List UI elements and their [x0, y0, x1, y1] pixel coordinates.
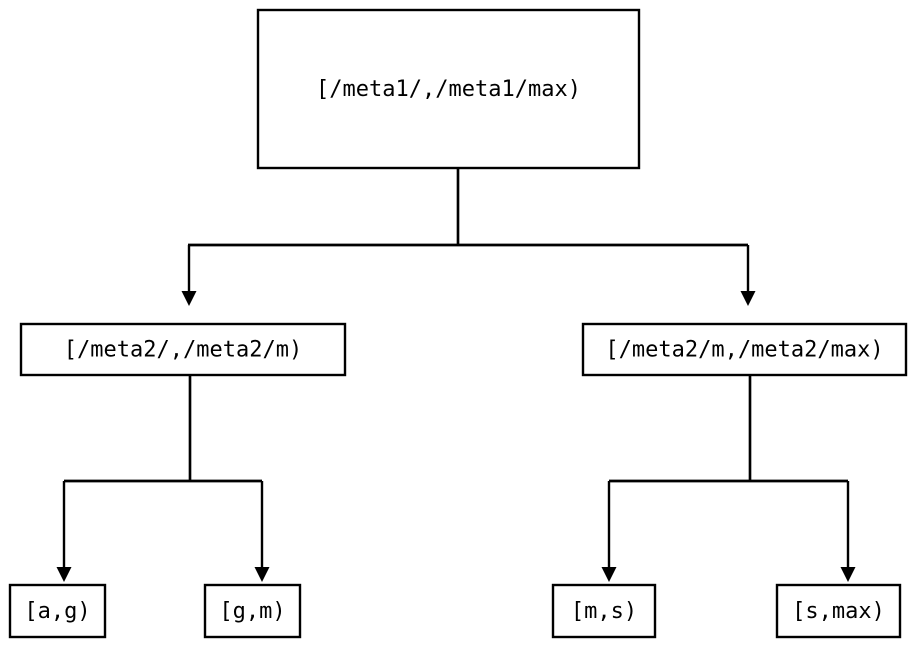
node-leaf-s-max-box[interactable] [775, 583, 902, 639]
nodes-layer: [/meta1/,/meta1/max) [/meta2/,/meta2/m) [/… [8, 8, 908, 639]
node-leaf-m-s-label: [m,s) [571, 599, 637, 624]
node-root-label: [/meta1/,/meta1/max) [316, 77, 581, 102]
edge-right-smax-line [609, 375, 850, 567]
edge-left-gm [64, 375, 270, 582]
node-leaf-s-max[interactable]: [s,max) [775, 583, 902, 639]
node-left-branch[interactable]: [/meta2/,/meta2/m) [19, 322, 347, 377]
edge-left-ag-arrowhead-icon [56, 567, 72, 582]
edge-right-ms-line [607, 375, 848, 567]
node-leaf-a-g-box[interactable] [8, 583, 107, 639]
node-leaf-m-s-box[interactable] [551, 583, 657, 639]
node-root[interactable]: [/meta1/,/meta1/max) [256, 8, 641, 170]
edge-right-smax [609, 375, 856, 582]
edges-layer [56, 168, 856, 582]
node-leaf-a-g[interactable]: [a,g) [8, 583, 107, 639]
node-right-branch-label: [/meta2/m,/meta2/max) [605, 338, 883, 363]
node-root-box[interactable] [256, 8, 641, 170]
edge-root-left-line [187, 168, 748, 291]
node-right-branch-box[interactable] [581, 322, 908, 377]
edge-left-gm-arrowhead-icon [254, 567, 270, 582]
node-leaf-m-s[interactable]: [m,s) [551, 583, 657, 639]
node-left-branch-label: [/meta2/,/meta2/m) [64, 338, 302, 363]
node-leaf-g-m-box[interactable] [203, 583, 302, 639]
edge-left-ag-line [62, 375, 262, 567]
edge-root-left-arrowhead-icon [181, 291, 197, 306]
edge-root-right-arrowhead-icon [740, 291, 756, 306]
node-leaf-g-m[interactable]: [g,m) [203, 583, 302, 639]
edge-right-ms [601, 375, 848, 582]
node-left-branch-box[interactable] [19, 322, 347, 377]
edge-left-ag [56, 375, 262, 582]
edge-root-right-line [188, 168, 750, 291]
edge-right-smax-arrowhead-icon [840, 567, 856, 582]
edge-root-right [188, 168, 756, 306]
node-leaf-g-m-label: [g,m) [219, 599, 285, 624]
node-leaf-s-max-label: [s,max) [792, 599, 885, 624]
node-leaf-a-g-label: [a,g) [24, 599, 90, 624]
edge-right-ms-arrowhead-icon [601, 567, 617, 582]
edge-left-gm-line [64, 375, 264, 567]
edge-root-left [181, 168, 748, 306]
node-right-branch[interactable]: [/meta2/m,/meta2/max) [581, 322, 908, 377]
